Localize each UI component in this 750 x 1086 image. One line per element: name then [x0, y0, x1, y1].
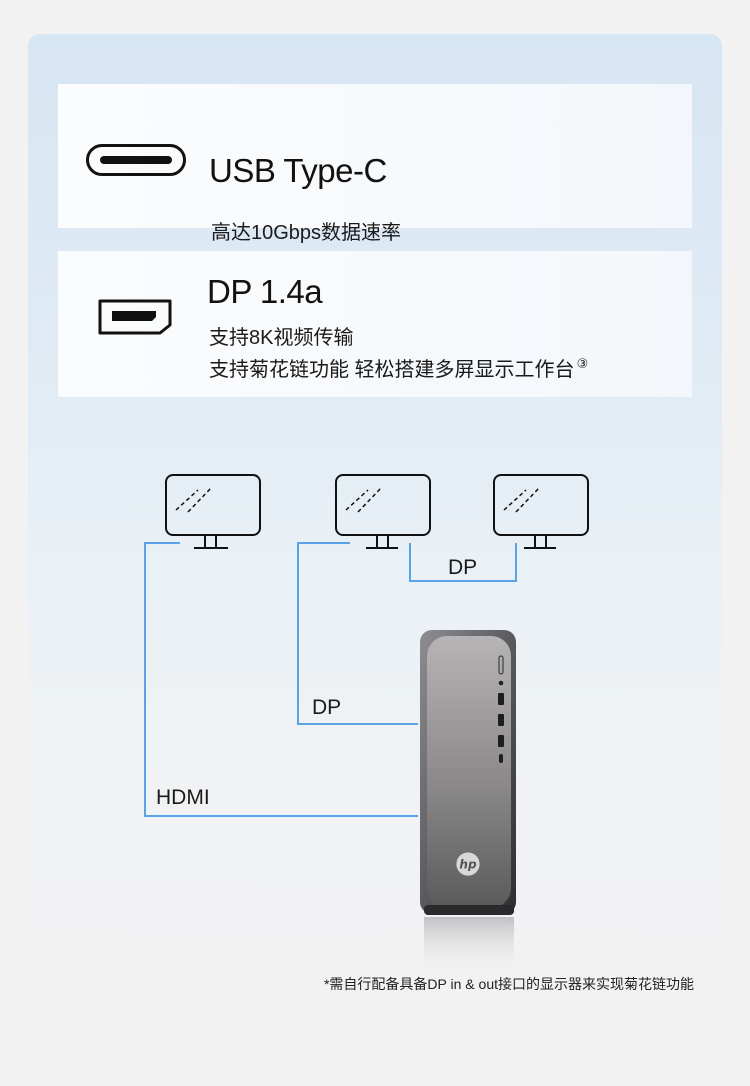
monitor-icon: [493, 474, 589, 549]
hp-desktop-tower-icon: hp: [420, 630, 516, 975]
daisy-chain-line: [409, 543, 517, 582]
dp-title: DP 1.4a: [207, 273, 323, 310]
dp-line: [297, 542, 418, 725]
usb-type-c-card: USB Type-C 高达10Gbps数据速率: [58, 84, 692, 244]
svg-text:hp: hp: [459, 858, 477, 872]
feature-panel: USB Type-C 高达10Gbps数据速率 DP 1.4a 支持8K视频传输…: [28, 34, 722, 1027]
connection-lines: [144, 542, 517, 817]
hdmi-connection-label: HDMI: [156, 786, 210, 809]
footnote: *需自行配备具备DP in & out接口的显示器来实现菊花链功能: [323, 976, 694, 992]
usb-description: 高达10Gbps数据速率: [211, 222, 402, 244]
usb-title: USB Type-C: [209, 152, 387, 189]
displayport-port-icon: [98, 299, 172, 335]
usb-type-c-port-icon: [86, 144, 186, 176]
footnote-ref: ③: [576, 356, 589, 372]
monitor-icon: [335, 474, 431, 549]
dp-connection-label: DP: [312, 696, 342, 719]
hdmi-line: [144, 542, 418, 817]
dp-description-1: 支持8K视频传输: [209, 327, 354, 349]
daisy-chain-label: DP: [448, 556, 478, 579]
dp-description-2-text: 支持菊花链功能 轻松搭建多屏显示工作台: [209, 359, 575, 381]
monitor-icon: [165, 474, 261, 549]
